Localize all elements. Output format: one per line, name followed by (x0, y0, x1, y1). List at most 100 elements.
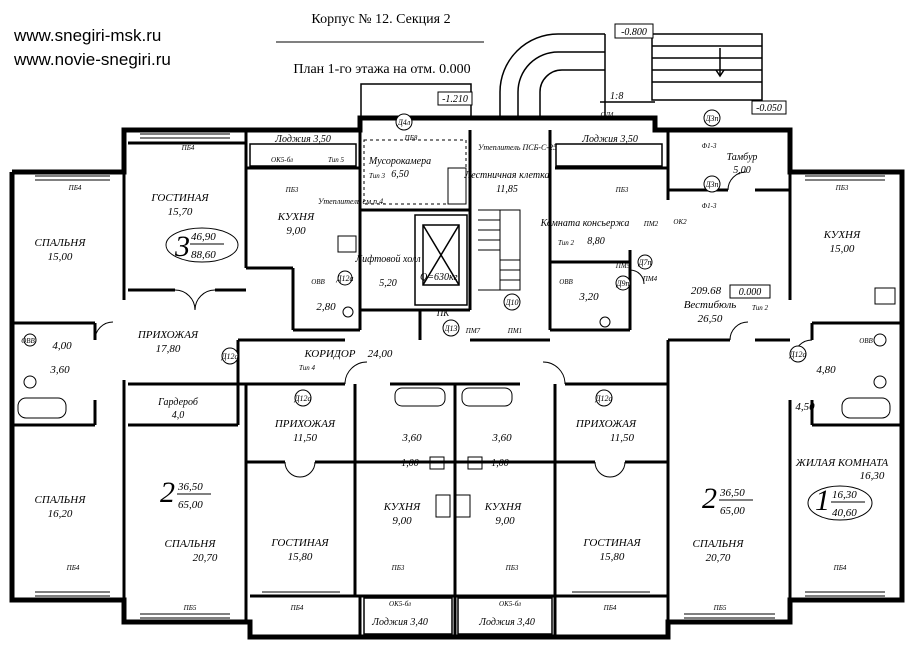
room-area: 20,70 (706, 552, 731, 564)
room-name: ГОСТИНАЯ (582, 537, 641, 549)
door-tag: Д7п (637, 254, 653, 270)
svg-text:-1.210: -1.210 (442, 94, 468, 105)
room-area: 11,50 (293, 432, 317, 444)
elevator-capacity: Q=630кг (420, 272, 458, 283)
area-number: 2,80 (316, 301, 336, 313)
room-area: 6,50 (391, 169, 409, 180)
area-number: 4,50 (795, 401, 815, 413)
ramp-slope: 1:8 (610, 91, 623, 102)
element-mark: ПБ3 (391, 564, 405, 572)
svg-text:Д13: Д13 (443, 324, 457, 333)
room-name: КУХНЯ (484, 501, 522, 513)
door-tag: Д12а (788, 345, 807, 363)
element-mark: Тип 5 (328, 156, 344, 164)
room-area: 16,20 (48, 508, 73, 520)
element-mark: Ф1-3 (702, 142, 717, 150)
door-tag: Д12а (220, 347, 239, 365)
bathroom-fixtures (17, 235, 896, 518)
door-tag: Д12а (594, 389, 613, 407)
room-area: 5,00 (733, 165, 751, 176)
room-area: 9,00 (495, 515, 515, 527)
area-number: 3,60 (491, 432, 512, 444)
stair-flight (478, 209, 521, 291)
element-mark: ПБ4 (181, 144, 195, 152)
apartment-badge-3room: 3 46,90 88,60 (165, 227, 239, 263)
room-name: СПАЛЬНЯ (35, 237, 87, 249)
element-mark: ПБ3 (615, 186, 629, 194)
svg-text:3: 3 (174, 230, 190, 263)
room-name: ГОСТИНАЯ (150, 192, 209, 204)
element-mark: ПМ2 (643, 220, 659, 228)
element-mark: Ф1-3 (702, 202, 717, 210)
area-number: 3,60 (49, 364, 70, 376)
area-number: 209.68 (691, 285, 722, 297)
room-name: Лифтовой холл (354, 254, 421, 265)
door-tag: Д4л (395, 113, 413, 131)
level-mark-left: -1.210 (437, 91, 473, 106)
room-name: Вестибюль (684, 299, 737, 311)
room-area: 8,80 (587, 236, 605, 247)
svg-text:1: 1 (815, 484, 830, 517)
svg-text:Д12а: Д12а (788, 350, 806, 359)
svg-text:2: 2 (160, 476, 175, 509)
element-mark: Тип 4 (299, 364, 315, 372)
element-mark: ПБ4 (290, 604, 304, 612)
element-mark: ОЛ4 (600, 111, 614, 119)
room-area: 24,00 (368, 348, 393, 360)
element-mark: ОК5-бл (499, 600, 521, 608)
room-name: КУХНЯ (277, 211, 315, 223)
element-mark: ОВВ (859, 337, 873, 345)
element-mark: ПМ5 (615, 262, 631, 270)
level-mark-top: -0.800 (614, 23, 654, 39)
room-area: 9,00 (286, 225, 306, 237)
plan-title: Корпус № 12. Секция 2 (311, 12, 450, 27)
entrance-ramp (499, 33, 763, 118)
svg-text:Д12а: Д12а (293, 394, 311, 403)
svg-text:0.000: 0.000 (739, 287, 762, 298)
element-mark: ОВВ (21, 337, 35, 345)
room-name: Лоджия 3,50 (274, 134, 331, 145)
svg-text:2: 2 (702, 482, 717, 515)
svg-text:Д7п: Д7п (637, 258, 651, 267)
interior-walls (12, 130, 902, 637)
svg-text:Д12а: Д12а (220, 352, 238, 361)
elevator-shaft (414, 214, 468, 306)
room-area: 17,80 (156, 343, 181, 355)
room-name: СПАЛЬНЯ (165, 538, 217, 550)
door-tag: Д3п (703, 175, 721, 193)
note-insulation-stair: Утеплитель ПСБ-С-25 (478, 143, 557, 152)
room-name: ПРИХОЖАЯ (137, 329, 199, 341)
svg-text:Д10: Д10 (504, 298, 518, 307)
note-insulation-left: Утеплитель см.п.4. (318, 197, 385, 206)
svg-text:16,30: 16,30 (832, 489, 857, 501)
watermark-line-1: www.snegiri-msk.ru (14, 26, 162, 45)
room-name: СПАЛЬНЯ (693, 538, 745, 550)
plan-subtitle: План 1-го этажа на отм. 0.000 (293, 62, 470, 77)
element-mark: ОВВ (559, 278, 573, 286)
exterior-walls (9, 115, 905, 640)
room-name: ПРИХОЖАЯ (274, 418, 336, 430)
area-number: 1,00 (401, 458, 419, 469)
area-number: 3,60 (401, 432, 422, 444)
door-tag: Д3п (703, 109, 721, 127)
room-name: Лоджия 3,50 (581, 134, 638, 145)
element-mark: ПБ4 (66, 564, 80, 572)
svg-text:-0.050: -0.050 (756, 103, 782, 114)
element-mark: ПМ7 (465, 327, 481, 335)
room-area: 26,50 (698, 313, 723, 325)
svg-text:65,00: 65,00 (178, 499, 203, 511)
room-area: 15,70 (168, 206, 193, 218)
room-name: КУХНЯ (823, 229, 861, 241)
room-area: 11,85 (496, 184, 518, 195)
room-area: 20,70 (193, 552, 218, 564)
room-name: Тамбур (727, 152, 758, 163)
svg-text:65,00: 65,00 (720, 505, 745, 517)
door-tag: Д10 (503, 293, 521, 311)
element-mark: ПБ3 (285, 186, 299, 194)
element-mark: ПМ4 (642, 275, 658, 283)
apartment-badge-1room: 1 16,30 40,60 (807, 484, 873, 521)
svg-text:88,60: 88,60 (191, 249, 216, 261)
element-mark: ОК5-бл (271, 156, 293, 164)
room-area: 15,00 (48, 251, 73, 263)
